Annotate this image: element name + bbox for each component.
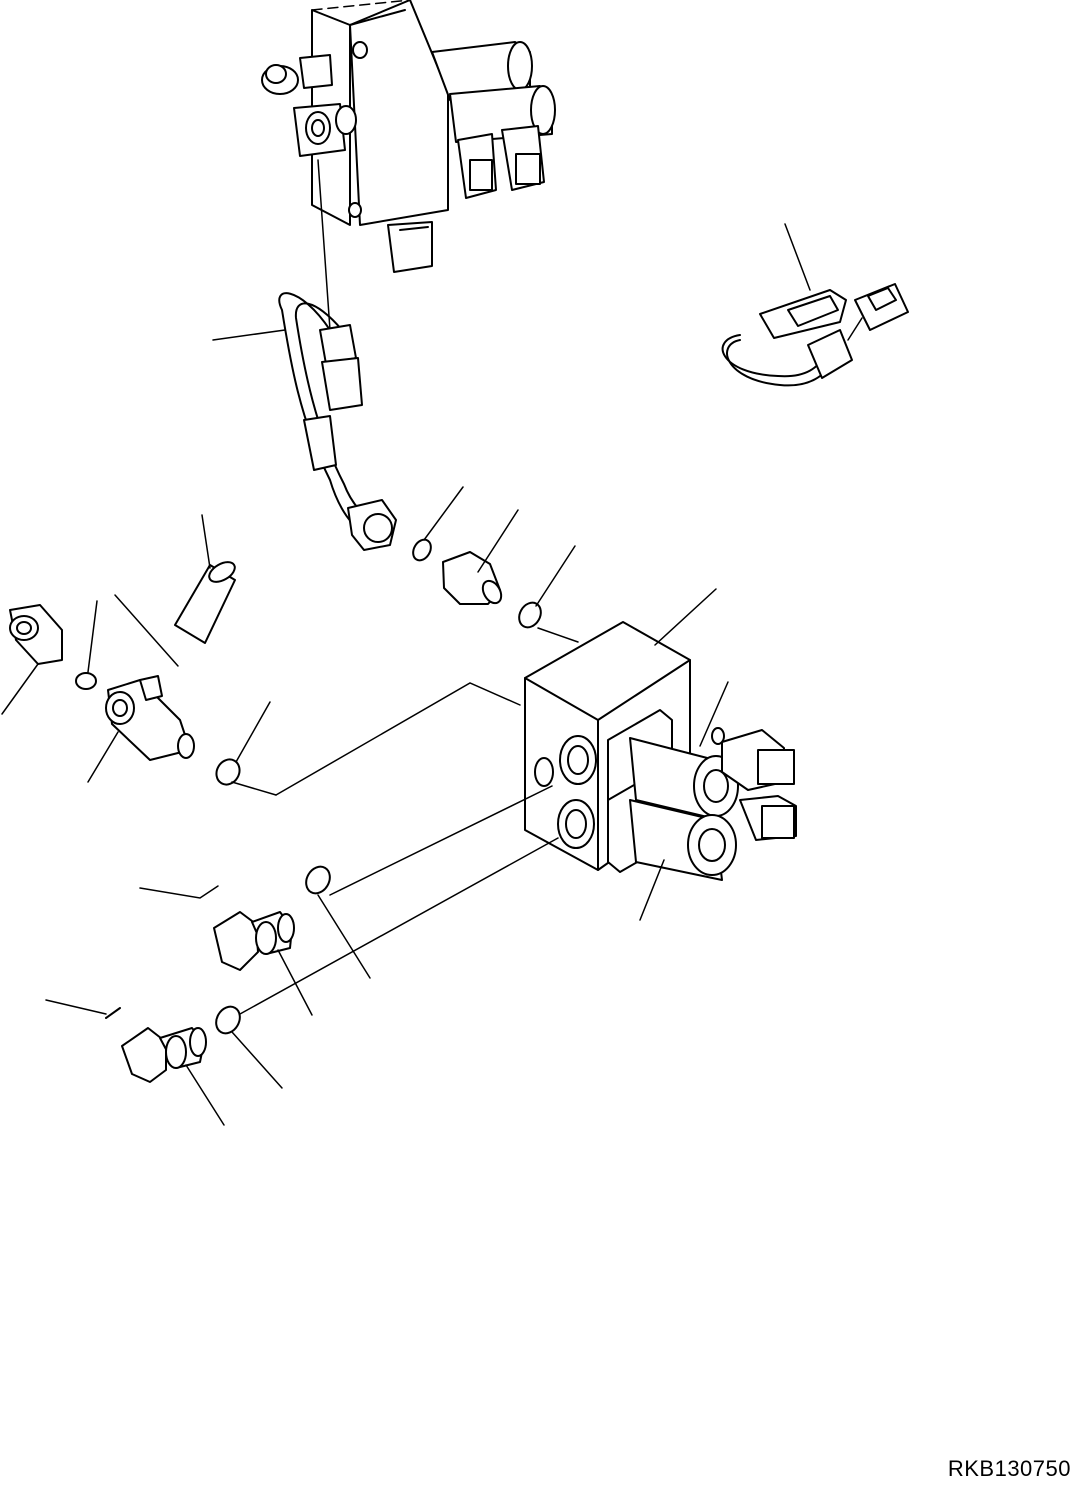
hydraulic-hose — [278, 292, 397, 551]
lower-fittings — [105, 865, 331, 1083]
upper-valve-block — [261, 0, 556, 331]
leader-lines — [1, 223, 811, 1126]
drawing-code: RKB130750 — [947, 1456, 1071, 1481]
small-parts — [9, 538, 542, 786]
solenoid-valve-block — [524, 621, 797, 881]
wire-harness — [721, 283, 909, 387]
